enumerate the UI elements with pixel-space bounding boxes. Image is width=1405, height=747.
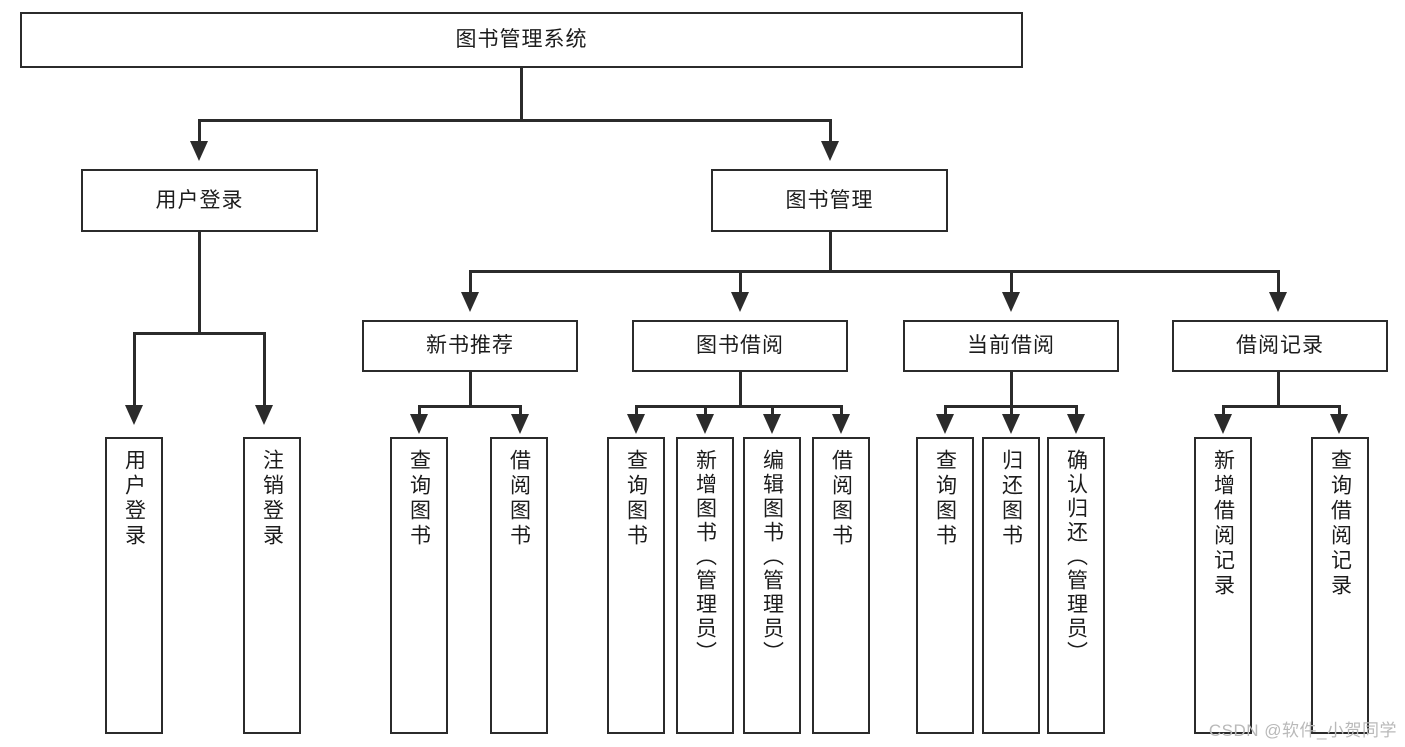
leaf-borrow-book[interactable]: 借阅图书 bbox=[812, 437, 870, 734]
arrowhead-user-login-leaf-1 bbox=[125, 405, 143, 425]
node-user-login[interactable]: 用户登录 bbox=[81, 169, 318, 232]
connector-bm-drop-new-book bbox=[469, 270, 472, 294]
connector-book-management-bus bbox=[469, 270, 1280, 273]
leaf-label: 注销登录 bbox=[260, 449, 284, 549]
connector-borrow-record-drop-1 bbox=[1222, 405, 1225, 417]
connector-current-borrow-drop-1 bbox=[944, 405, 947, 417]
connector-borrow-record-stem bbox=[1277, 372, 1280, 406]
connector-user-login-stem bbox=[198, 232, 201, 333]
arrowhead-new-book-recommend bbox=[461, 292, 479, 312]
node-new-book-recommend[interactable]: 新书推荐 bbox=[362, 320, 578, 372]
connector-book-borrow-drop-4 bbox=[840, 405, 843, 417]
connector-new-book-drop-1 bbox=[418, 405, 421, 417]
connector-current-borrow-drop-3 bbox=[1075, 405, 1078, 417]
connector-borrow-record-bus bbox=[1222, 405, 1340, 408]
connector-bm-drop-borrow-record bbox=[1277, 270, 1280, 294]
leaf-add-book-admin[interactable]: 新增图书（管理员） bbox=[676, 437, 734, 734]
leaf-label: 新增借阅记录 bbox=[1211, 449, 1235, 599]
connector-root-stem bbox=[520, 68, 523, 120]
connector-book-borrow-drop-1 bbox=[635, 405, 638, 417]
leaf-label: 编辑图书（管理员） bbox=[760, 449, 784, 665]
connector-user-login-drop-1 bbox=[133, 332, 136, 408]
node-label: 新书推荐 bbox=[426, 334, 514, 358]
arrowhead-to-user-login bbox=[190, 141, 208, 161]
node-label: 图书管理系统 bbox=[455, 28, 588, 52]
node-book-borrow[interactable]: 图书借阅 bbox=[632, 320, 848, 372]
leaf-edit-book-admin[interactable]: 编辑图书（管理员） bbox=[743, 437, 801, 734]
connector-new-book-bus bbox=[418, 405, 522, 408]
leaf-query-book-new[interactable]: 查询图书 bbox=[390, 437, 448, 734]
arrowhead-book-borrow-leaf-3 bbox=[763, 414, 781, 434]
connector-book-borrow-drop-3 bbox=[771, 405, 774, 417]
connector-current-borrow-stem bbox=[1010, 372, 1013, 406]
node-label: 图书管理 bbox=[785, 188, 874, 212]
connector-root-to-book-management bbox=[829, 119, 832, 144]
connector-borrow-record-drop-2 bbox=[1338, 405, 1341, 417]
arrowhead-borrow-record-leaf-2 bbox=[1330, 414, 1348, 434]
node-label: 借阅记录 bbox=[1236, 334, 1324, 358]
node-book-management[interactable]: 图书管理 bbox=[711, 169, 948, 232]
arrowhead-user-login-leaf-2 bbox=[255, 405, 273, 425]
node-label: 当前借阅 bbox=[967, 334, 1055, 358]
connector-book-borrow-bus bbox=[635, 405, 843, 408]
leaf-label: 查询图书 bbox=[933, 449, 957, 549]
connector-bm-drop-book-borrow bbox=[739, 270, 742, 294]
arrowhead-current-borrow bbox=[1002, 292, 1020, 312]
arrowhead-new-book-leaf-2 bbox=[511, 414, 529, 434]
leaf-user-login[interactable]: 用户登录 bbox=[105, 437, 163, 734]
connector-book-borrow-stem bbox=[739, 372, 742, 406]
leaf-add-borrow-record[interactable]: 新增借阅记录 bbox=[1194, 437, 1252, 734]
node-current-borrow[interactable]: 当前借阅 bbox=[903, 320, 1119, 372]
leaf-logout[interactable]: 注销登录 bbox=[243, 437, 301, 734]
connector-current-borrow-drop-2 bbox=[1010, 405, 1013, 417]
leaf-return-book[interactable]: 归还图书 bbox=[982, 437, 1040, 734]
leaf-confirm-return-admin[interactable]: 确认归还（管理员） bbox=[1047, 437, 1105, 734]
arrowhead-book-borrow-leaf-1 bbox=[627, 414, 645, 434]
arrowhead-new-book-leaf-1 bbox=[410, 414, 428, 434]
connector-user-login-bus bbox=[133, 332, 266, 335]
leaf-label: 借阅图书 bbox=[829, 449, 853, 549]
connector-new-book-stem bbox=[469, 372, 472, 406]
leaf-query-borrow-record[interactable]: 查询借阅记录 bbox=[1311, 437, 1369, 734]
arrowhead-book-borrow-leaf-2 bbox=[696, 414, 714, 434]
arrowhead-book-borrow-leaf-4 bbox=[832, 414, 850, 434]
arrowhead-to-book-management bbox=[821, 141, 839, 161]
connector-book-management-stem bbox=[829, 232, 832, 271]
leaf-label: 查询图书 bbox=[407, 449, 431, 549]
leaf-label: 查询借阅记录 bbox=[1328, 449, 1352, 599]
node-label: 图书借阅 bbox=[696, 334, 784, 358]
arrowhead-current-borrow-leaf-1 bbox=[936, 414, 954, 434]
connector-bm-drop-current-borrow bbox=[1010, 270, 1013, 294]
leaf-label: 查询图书 bbox=[624, 449, 648, 549]
leaf-label: 借阅图书 bbox=[507, 449, 531, 549]
connector-book-borrow-drop-2 bbox=[704, 405, 707, 417]
leaf-label: 新增图书（管理员） bbox=[693, 449, 717, 665]
arrowhead-current-borrow-leaf-2 bbox=[1002, 414, 1020, 434]
arrowhead-borrow-record bbox=[1269, 292, 1287, 312]
leaf-query-book-borrow[interactable]: 查询图书 bbox=[607, 437, 665, 734]
arrowhead-borrow-record-leaf-1 bbox=[1214, 414, 1232, 434]
connector-user-login-drop-2 bbox=[263, 332, 266, 408]
arrowhead-current-borrow-leaf-3 bbox=[1067, 414, 1085, 434]
connector-new-book-drop-2 bbox=[519, 405, 522, 417]
leaf-query-book-current[interactable]: 查询图书 bbox=[916, 437, 974, 734]
node-label: 用户登录 bbox=[155, 188, 244, 212]
csdn-watermark: CSDN @软件_小贺同学 bbox=[1208, 721, 1397, 740]
leaf-borrow-book-new[interactable]: 借阅图书 bbox=[490, 437, 548, 734]
node-root-library-management-system[interactable]: 图书管理系统 bbox=[20, 12, 1023, 68]
connector-root-to-user-login bbox=[198, 119, 201, 144]
leaf-label: 归还图书 bbox=[999, 449, 1023, 549]
connector-root-bus bbox=[198, 119, 832, 122]
leaf-label: 用户登录 bbox=[122, 449, 146, 549]
leaf-label: 确认归还（管理员） bbox=[1064, 449, 1088, 665]
node-borrow-record[interactable]: 借阅记录 bbox=[1172, 320, 1388, 372]
arrowhead-book-borrow bbox=[731, 292, 749, 312]
